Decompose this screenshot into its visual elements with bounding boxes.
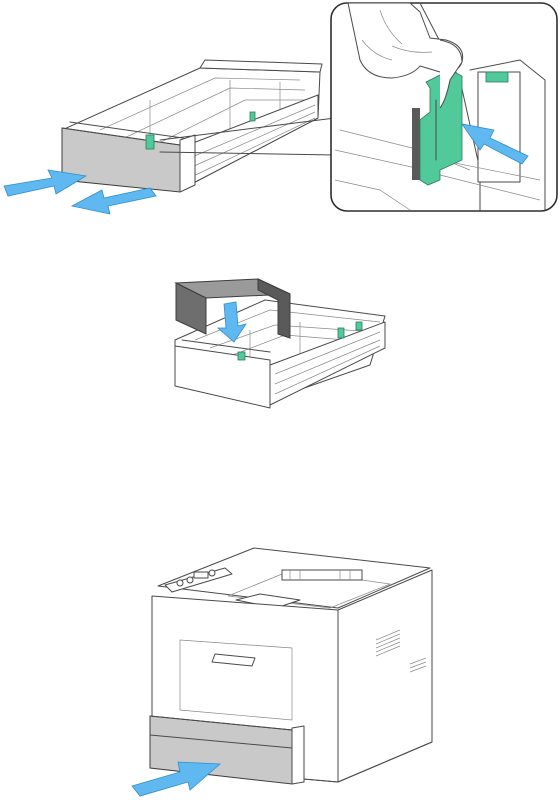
- pull-arrow-icon: [72, 188, 156, 214]
- step-insert-tray-illustration: [0, 530, 560, 806]
- step-attach-cover-svg: [0, 270, 560, 420]
- step-adjust-guides-svg: [0, 0, 560, 230]
- step-attach-cover-illustration: [0, 270, 560, 420]
- push-arrow-icon: [4, 170, 86, 196]
- step-adjust-guides-illustration: [0, 0, 560, 230]
- magnified-inset-icon: [331, 3, 557, 211]
- step-insert-tray-svg: [0, 530, 560, 806]
- paper-tray-icon: [62, 60, 322, 192]
